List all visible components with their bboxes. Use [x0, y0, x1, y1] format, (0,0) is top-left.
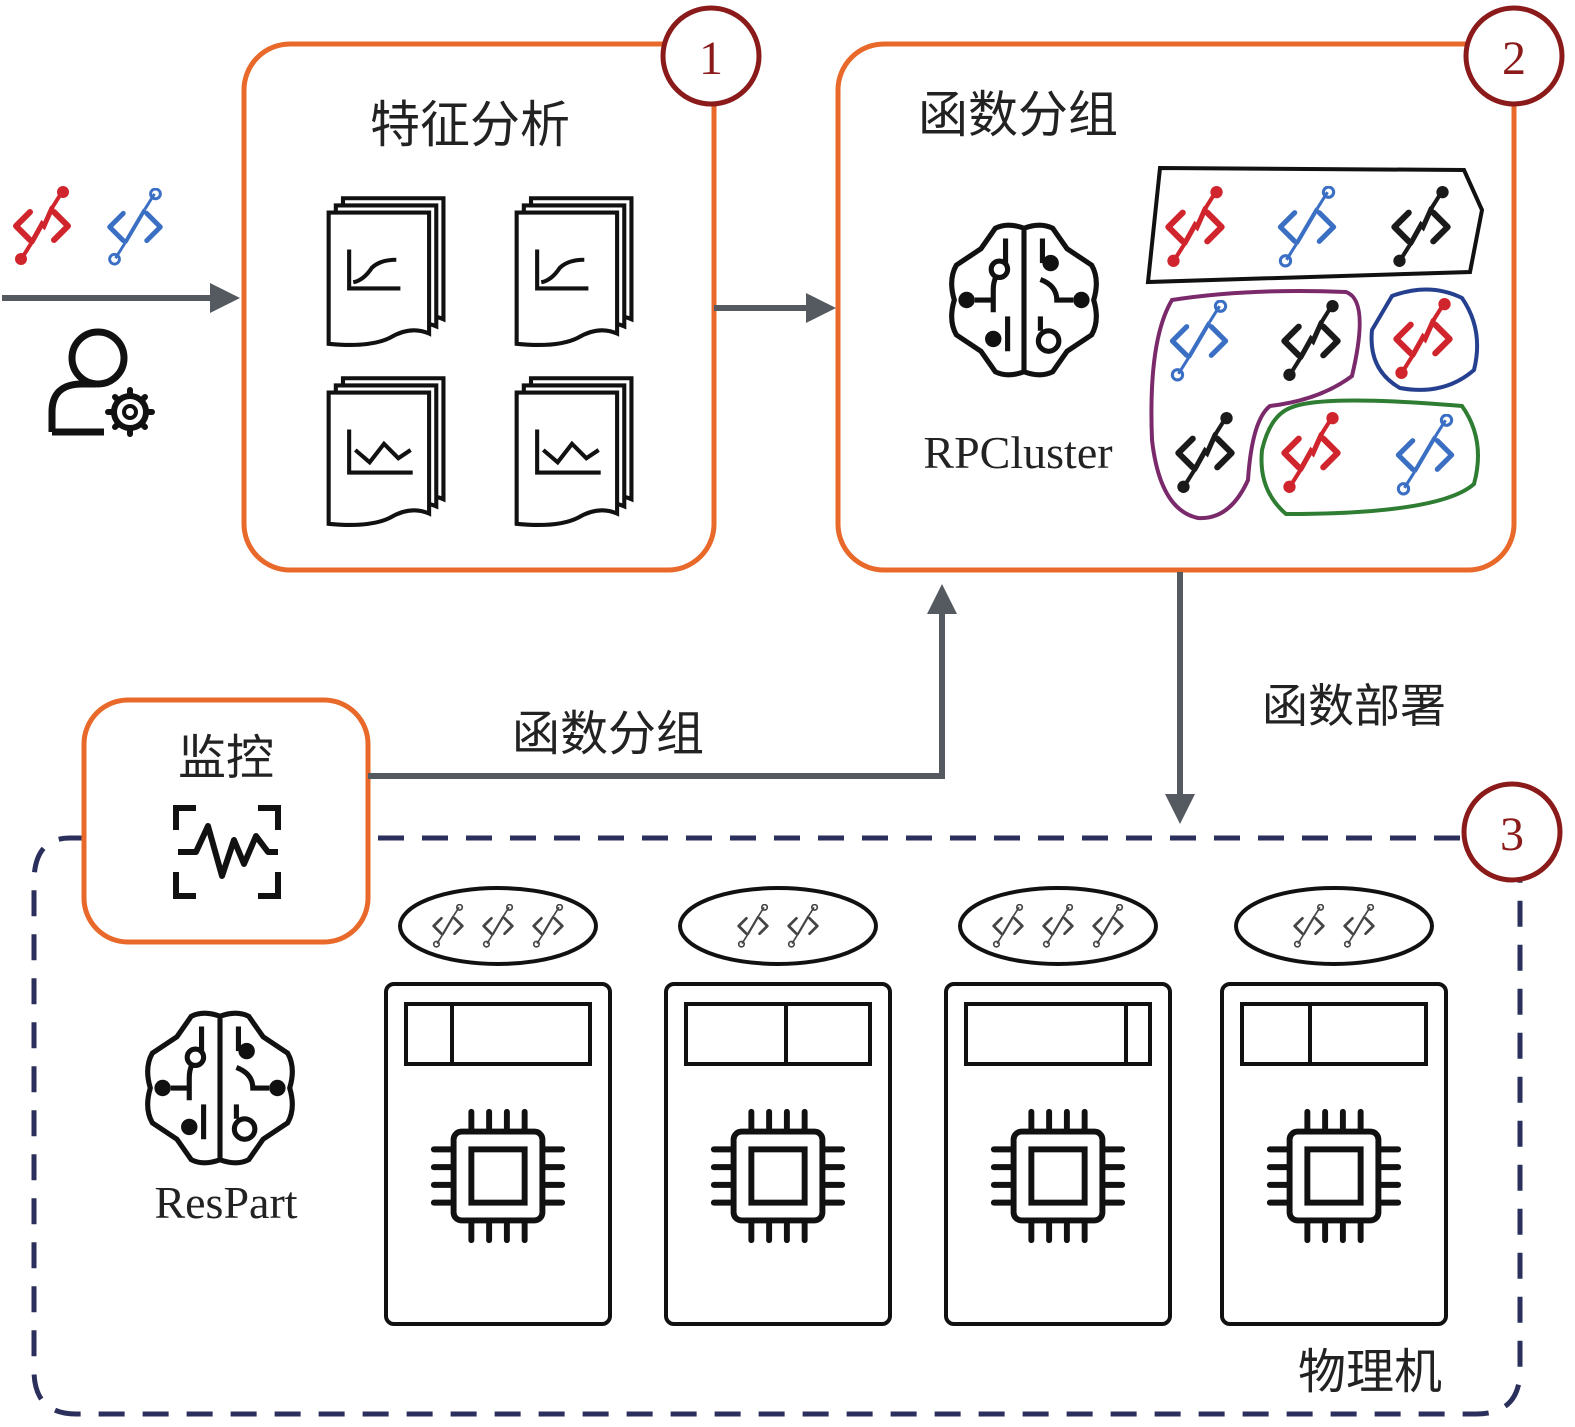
stage-title: 函数分组 [918, 86, 1118, 144]
stage-title: 特征分析 [370, 96, 570, 154]
monitor-box: 监控 [81, 697, 371, 945]
resource-bar [404, 1002, 592, 1066]
stage-box [81, 697, 371, 945]
physical-server [664, 886, 892, 1326]
physical-server [384, 886, 612, 1326]
monitor-edge-label: 函数分组 [512, 706, 704, 762]
physical-server [944, 886, 1172, 1326]
function-group [1259, 398, 1480, 517]
chart-document-stack-icon [329, 198, 444, 345]
input-functions [15, 186, 160, 265]
monitor-arrow [368, 584, 957, 779]
chart-document-stack-icon [517, 198, 632, 345]
deploy-label: 函数部署 [1262, 679, 1446, 733]
model-label: ResPart [154, 1177, 297, 1228]
ai-brain-icon [148, 1013, 293, 1163]
function-code-icon [15, 186, 69, 265]
stage-badge: 1 [660, 5, 762, 107]
machines-label: 物理机 [1298, 1344, 1442, 1400]
svg-text:2: 2 [1502, 32, 1526, 85]
function-group [1369, 287, 1480, 392]
resource-bar [684, 1002, 872, 1066]
stage-box [835, 41, 1517, 573]
monitor-title: 监控 [178, 730, 274, 786]
svg-text:1: 1 [699, 32, 723, 85]
resource-bar [1240, 1002, 1428, 1066]
chart-document-stack-icon [517, 378, 632, 525]
stage-badge: 2 [1463, 5, 1565, 107]
function-group [1145, 165, 1485, 285]
physical-server [1220, 886, 1448, 1326]
function-pool [1234, 886, 1434, 966]
server-list [384, 886, 1448, 1326]
user-settings-icon [48, 328, 155, 437]
monitor-pulse-icon [173, 805, 281, 899]
function-code-icon [110, 189, 161, 264]
svg-text:3: 3 [1500, 808, 1524, 861]
stage-feature-analysis: 特征分析 [241, 41, 717, 573]
function-pool [678, 886, 878, 966]
model-label: RPCluster [923, 427, 1112, 478]
stage-badge: 3 [1461, 781, 1563, 883]
stage-function-grouping: 函数分组 RPCluster [835, 41, 1517, 573]
chart-document-stack-icon [329, 378, 444, 525]
resource-bar [964, 1002, 1152, 1066]
function-group [1149, 289, 1362, 521]
